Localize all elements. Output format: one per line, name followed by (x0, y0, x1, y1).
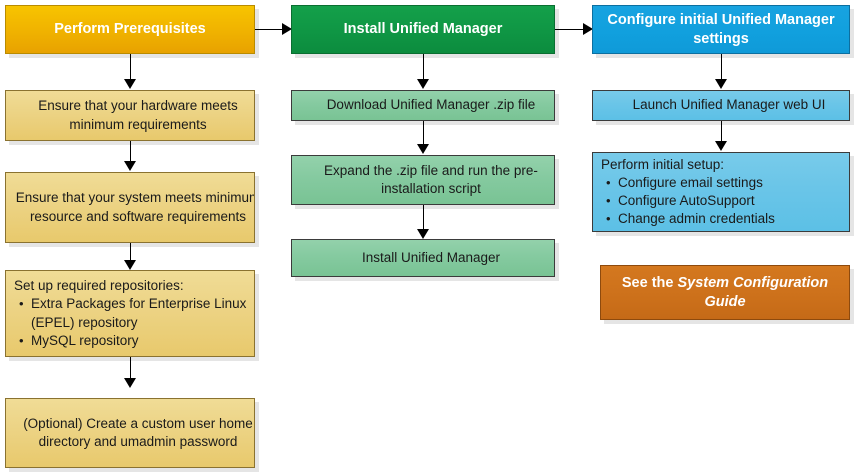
list-item: MySQL repository (19, 332, 254, 350)
step-perform-initial-setup-content: Perform initial setup: Configure email s… (593, 156, 849, 229)
step-expand-zip-run-script-label: Expand the .zip file and run the pre-ins… (324, 162, 538, 196)
step-perform-initial-setup-lead: Perform initial setup: (601, 156, 725, 172)
arrowhead-c1-to-c2 (282, 22, 292, 35)
list-item: Configure AutoSupport (606, 192, 849, 210)
step-hardware-requirements-label: Ensure that your hardware meets minimum … (38, 98, 238, 132)
reference-emphasis: System Configuration Guide (677, 275, 829, 310)
connector-c1-s1-to-s2 (130, 141, 131, 163)
list-item: Change admin credentials (606, 210, 849, 228)
step-custom-user-home-label: (Optional) Create a custom user home dir… (23, 415, 253, 449)
arrowhead-c3-s2 (714, 141, 727, 151)
step-system-requirements[interactable]: Ensure that your system meets minimum re… (5, 172, 255, 243)
header-configure-initial-settings-label: Configure initial Unified Manager settin… (607, 12, 835, 47)
connector-c2-s1-to-s2 (423, 121, 424, 145)
arrowhead-c2-s3 (416, 229, 429, 239)
arrowhead-c2-s2 (416, 144, 429, 154)
step-system-requirements-label: Ensure that your system meets minimum re… (15, 190, 255, 224)
connector-c1-to-c2 (255, 29, 288, 30)
step-perform-initial-setup[interactable]: Perform initial setup: Configure email s… (592, 152, 850, 232)
list-item: Extra Packages for Enterprise Linux (EPE… (19, 295, 254, 331)
reference-system-configuration-guide[interactable]: See the System Configuration Guide (600, 265, 850, 320)
reference-prefix: See the (621, 275, 678, 292)
arrowhead-c2-s1 (416, 79, 429, 89)
step-setup-repositories-lead: Set up required repositories: (14, 278, 184, 294)
step-hardware-requirements[interactable]: Ensure that your hardware meets minimum … (5, 90, 255, 141)
step-launch-web-ui[interactable]: Launch Unified Manager web UI (592, 90, 850, 121)
connector-c1-h-to-s1 (130, 54, 131, 80)
arrowhead-c1-s4 (123, 378, 136, 388)
step-setup-repositories-content: Set up required repositories: Extra Pack… (6, 277, 254, 350)
connector-c1-s2-to-s3 (130, 243, 131, 262)
header-perform-prerequisites-label: Perform Prerequisites (54, 21, 206, 38)
connector-c2-h-to-s1 (423, 54, 424, 80)
connector-c2-s2-to-s3 (423, 205, 424, 230)
connector-c2-to-c3 (555, 29, 589, 30)
connector-c1-s3-to-s4 (130, 357, 131, 380)
reference-system-configuration-guide-label: See the System Configuration Guide (601, 274, 849, 310)
step-install-unified-manager[interactable]: Install Unified Manager (291, 239, 555, 277)
header-perform-prerequisites[interactable]: Perform Prerequisites (5, 5, 255, 54)
list-item: Configure email settings (606, 174, 849, 192)
step-custom-user-home[interactable]: (Optional) Create a custom user home dir… (5, 398, 255, 468)
connector-c3-h-to-s1 (721, 54, 722, 80)
arrowhead-c1-s2 (123, 161, 136, 171)
arrowhead-c3-s1 (714, 79, 727, 89)
connector-c3-s1-to-s2 (721, 121, 722, 142)
header-install-unified-manager-label: Install Unified Manager (343, 21, 503, 38)
header-install-unified-manager[interactable]: Install Unified Manager (291, 5, 555, 54)
header-configure-initial-settings[interactable]: Configure initial Unified Manager settin… (592, 5, 850, 54)
arrowhead-c2-to-c3 (583, 22, 593, 35)
step-download-zip[interactable]: Download Unified Manager .zip file (291, 90, 555, 121)
step-install-unified-manager-label: Install Unified Manager (361, 249, 501, 265)
arrowhead-c1-s3 (123, 260, 136, 270)
step-download-zip-label: Download Unified Manager .zip file (326, 97, 536, 113)
step-launch-web-ui-label: Launch Unified Manager web UI (632, 97, 826, 113)
step-setup-repositories-bullets: Extra Packages for Enterprise Linux (EPE… (14, 295, 254, 350)
step-expand-zip-run-script[interactable]: Expand the .zip file and run the pre-ins… (291, 155, 555, 205)
arrowhead-c1-s1 (123, 79, 136, 89)
step-perform-initial-setup-bullets: Configure email settings Configure AutoS… (601, 174, 849, 229)
step-setup-repositories[interactable]: Set up required repositories: Extra Pack… (5, 270, 255, 357)
